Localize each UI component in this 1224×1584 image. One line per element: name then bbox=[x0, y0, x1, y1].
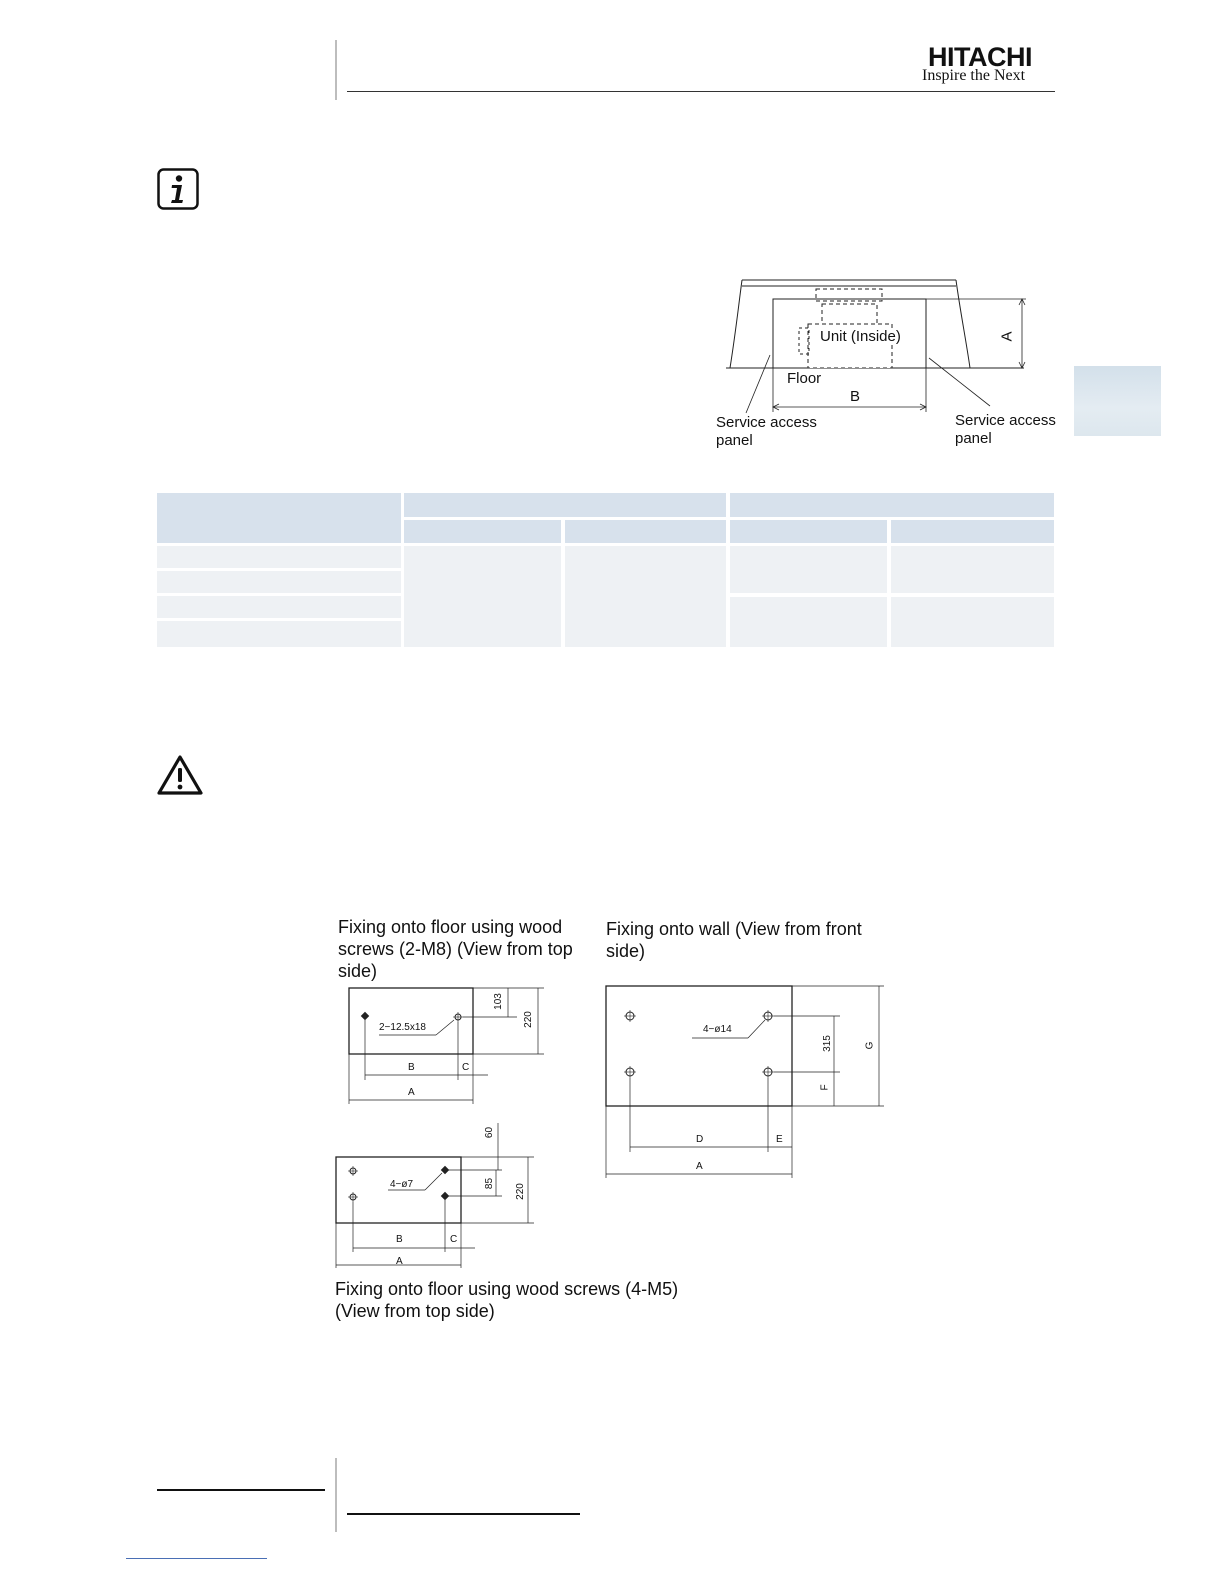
fixing-2m8-dim-103: 103 bbox=[492, 993, 504, 1010]
fixing-4m5-dim-220: 220 bbox=[514, 1183, 526, 1200]
unit-inside-label: Unit (Inside) bbox=[820, 328, 901, 345]
footer-rule-right bbox=[347, 1513, 580, 1515]
fixing-4m5-dim-c: C bbox=[450, 1234, 458, 1245]
brand-tagline: Inspire the Next bbox=[922, 67, 1026, 84]
table-row-3-label bbox=[157, 596, 401, 618]
fixing-floor-4m5-caption: Fixing onto floor using wood screws (4-M… bbox=[335, 1279, 679, 1321]
table-col-3-bottom bbox=[730, 597, 887, 647]
fixing-4m5-dim-85: 85 bbox=[484, 1177, 496, 1190]
fixing-4m5-hole-label: 4−ø7 bbox=[390, 1179, 414, 1190]
fixing-wall-hole-label: 4−ø14 bbox=[703, 1024, 732, 1035]
table-row-1-label bbox=[157, 546, 401, 568]
warning-icon bbox=[157, 755, 203, 795]
brand-logo: HITACHI bbox=[928, 42, 1033, 72]
fixing-2m8-dim-b: B bbox=[408, 1062, 415, 1073]
footer-link-underline[interactable] bbox=[126, 1558, 267, 1559]
fixing-floor-4m5-drawing bbox=[335, 1123, 534, 1268]
table-col-4-bottom bbox=[891, 597, 1054, 647]
dimensions-table bbox=[157, 493, 1054, 647]
fixing-wall-dim-315: 315 bbox=[821, 1035, 833, 1052]
table-merged-col-1 bbox=[404, 546, 561, 647]
table-subheader-4 bbox=[891, 520, 1054, 543]
table-subheader-3 bbox=[730, 520, 887, 543]
footer-rule-left bbox=[157, 1489, 325, 1491]
table-header-model bbox=[157, 493, 401, 543]
header-divider-vertical bbox=[335, 40, 337, 100]
table-col-3-top bbox=[730, 546, 887, 593]
fixing-floor-2m8-caption: Fixing onto floor using wood screws (2-M… bbox=[338, 917, 573, 981]
table-subheader-2 bbox=[565, 520, 726, 543]
table-merged-col-2 bbox=[565, 546, 726, 647]
chapter-side-tab bbox=[1074, 366, 1161, 436]
fixing-wall-dim-f: F bbox=[819, 1084, 831, 1091]
fixing-4m5-dim-b: B bbox=[396, 1234, 403, 1245]
dim-b-label: B bbox=[850, 388, 861, 405]
fixing-2m8-dim-a: A bbox=[408, 1087, 415, 1098]
fixing-wall-dim-a: A bbox=[696, 1161, 703, 1172]
floor-label: Floor bbox=[787, 370, 822, 387]
fixing-wall-dim-e: E bbox=[776, 1134, 783, 1145]
fixing-4m5-dim-60: 60 bbox=[484, 1126, 496, 1139]
fixing-2m8-hole-label: 2−12.5x18 bbox=[379, 1022, 426, 1033]
table-col-4-top bbox=[891, 546, 1054, 593]
fixing-wall-dim-g: G bbox=[864, 1041, 876, 1050]
fixing-wall-dim-d: D bbox=[696, 1134, 704, 1145]
header-rule bbox=[347, 91, 1055, 92]
table-header-group-1 bbox=[404, 493, 726, 517]
service-access-panel-right: Service access panel bbox=[955, 412, 1056, 447]
fixing-2m8-dim-c: C bbox=[462, 1062, 470, 1073]
table-subheader-1 bbox=[404, 520, 561, 543]
table-header-group-2 bbox=[730, 493, 1054, 517]
service-access-panel-left: Service access panel bbox=[716, 414, 817, 449]
fixing-floor-2m8-drawing bbox=[348, 987, 544, 1104]
info-icon bbox=[157, 168, 199, 210]
fixing-wall-caption: Fixing onto wall (View from front side) bbox=[606, 919, 862, 961]
table-row-2-label bbox=[157, 571, 401, 593]
dim-a-label: A bbox=[998, 331, 1016, 342]
fixing-wall-drawing bbox=[605, 985, 884, 1178]
fixing-4m5-dim-a: A bbox=[396, 1256, 403, 1267]
table-row-4-label bbox=[157, 621, 401, 647]
footer-divider-vertical bbox=[335, 1458, 337, 1532]
fixing-2m8-dim-220: 220 bbox=[522, 1011, 534, 1028]
